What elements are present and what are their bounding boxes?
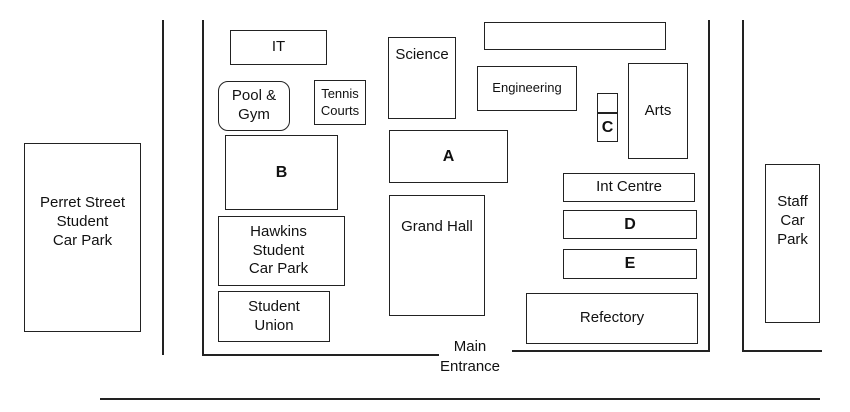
building-tennis-courts: Tennis Courts: [314, 80, 366, 125]
building-refectory: Refectory: [526, 293, 698, 344]
campus-east-boundary: [708, 20, 710, 352]
building-unlabeled: [484, 22, 666, 50]
building-c-annex: [597, 93, 618, 113]
building-grand-hall: Grand Hall: [389, 195, 485, 316]
building-e: E: [563, 249, 697, 279]
building-engineering: Engineering: [477, 66, 577, 111]
building-c: C: [597, 113, 618, 142]
east-road-line: [742, 20, 744, 352]
building-perret-street-student-car-park: Perret Street Student Car Park: [24, 143, 141, 332]
building-arts: Arts: [628, 63, 688, 159]
east-road-bottom-line: [742, 350, 822, 352]
building-a: A: [389, 130, 508, 183]
building-int-centre: Int Centre: [563, 173, 695, 202]
campus-west-boundary: [202, 20, 204, 356]
main-entrance-label: Main Entrance: [439, 338, 501, 375]
building-it: IT: [230, 30, 327, 65]
building-student-union: Student Union: [218, 291, 330, 342]
building-pool-gym: Pool & Gym: [218, 81, 290, 131]
building-hawkins-student-car-park: Hawkins Student Car Park: [218, 216, 345, 286]
building-science: Science: [388, 37, 456, 119]
campus-south-boundary-left: [202, 354, 439, 356]
campus-south-boundary-right: [512, 350, 710, 352]
building-b: B: [225, 135, 338, 210]
west-road-line: [162, 20, 164, 355]
south-road-line: [100, 398, 820, 400]
building-staff-car-park: Staff Car Park: [765, 164, 820, 323]
building-d: D: [563, 210, 697, 239]
